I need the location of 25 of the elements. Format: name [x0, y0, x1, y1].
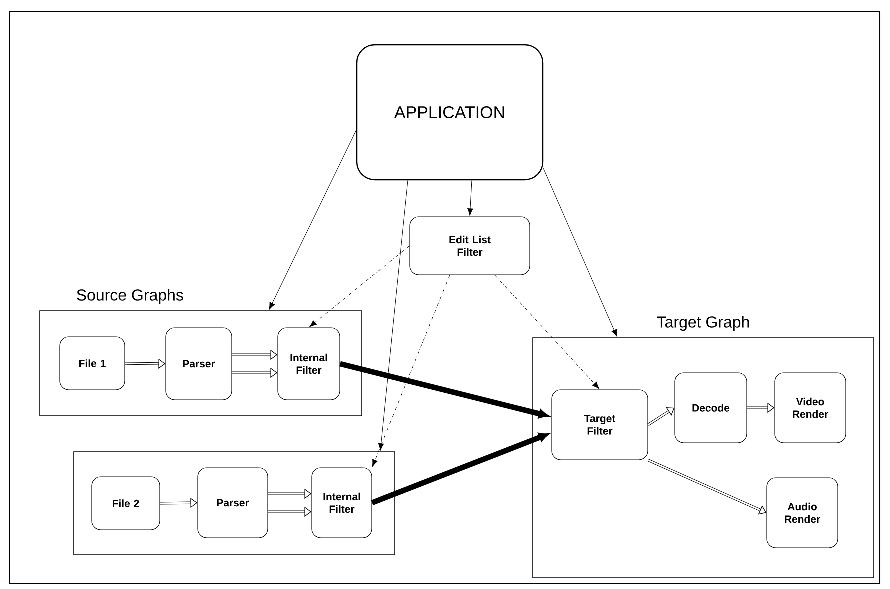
arrow — [372, 275, 450, 467]
filter-box: File 2 — [92, 476, 160, 530]
filter-box: File 1 — [60, 336, 126, 390]
filter-box: Parser — [166, 328, 232, 400]
arrow — [310, 246, 410, 328]
node-label: Source Graphs — [77, 289, 184, 304]
arrow — [269, 130, 357, 310]
filter-box: Video Render — [774, 372, 846, 444]
filter-box: Internal Filter — [312, 468, 372, 538]
arrow — [378, 180, 408, 451]
arrow — [371, 433, 549, 506]
node-label: Target Graph — [657, 316, 750, 332]
filter-box: Audio Render — [766, 478, 838, 548]
filter-box: Parser — [198, 468, 268, 538]
filter-box: Decode — [674, 372, 748, 444]
hollow-arrow — [648, 408, 675, 426]
arrow — [543, 168, 618, 337]
application-box: APPLICATION — [356, 44, 544, 181]
filter-box: Target Filter — [552, 390, 648, 460]
arrow — [468, 180, 474, 216]
arrow — [494, 275, 600, 390]
arrow — [340, 361, 548, 418]
filter-box: Internal Filter — [278, 328, 340, 400]
filter-box: Edit List Filter — [410, 216, 530, 276]
graph-box — [74, 452, 396, 556]
